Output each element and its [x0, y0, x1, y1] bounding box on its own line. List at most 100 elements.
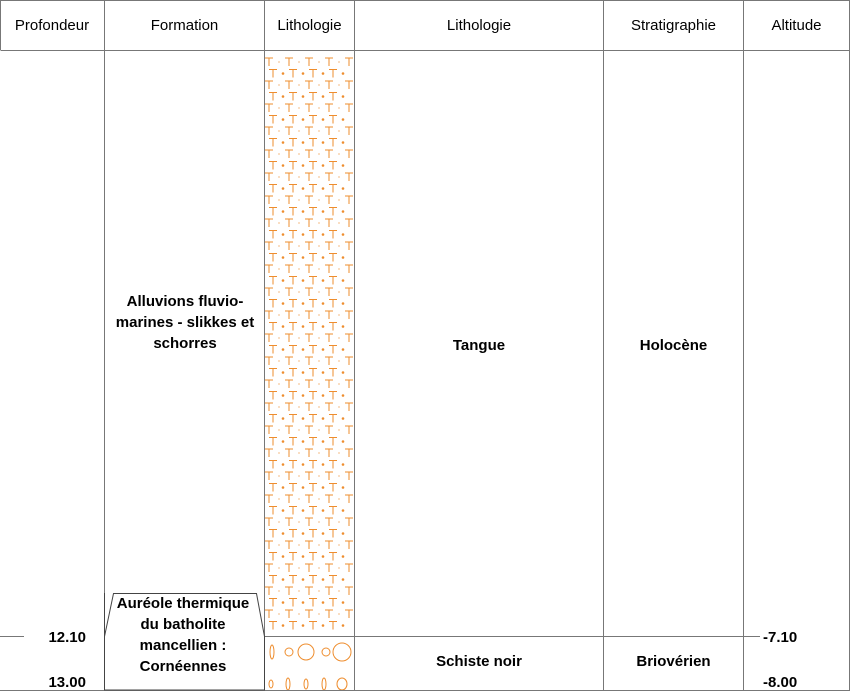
- tangue-dot: [281, 279, 285, 282]
- tangue-symbol: [309, 483, 317, 492]
- tangue-symbol: [269, 69, 277, 78]
- tangue-symbol: [289, 575, 297, 584]
- tangue-dot: [338, 360, 340, 362]
- tangue-dot: [281, 72, 285, 75]
- tangue-dot: [321, 210, 325, 213]
- tangue-symbol: [329, 69, 337, 78]
- tangue-dot: [301, 624, 305, 627]
- tangue-symbol: [325, 471, 333, 480]
- tangue-symbol: [345, 149, 353, 158]
- tangue-symbol: [325, 517, 333, 526]
- tangue-dot: [318, 498, 320, 500]
- tangue-symbol: [285, 494, 293, 503]
- tangue-dot: [281, 187, 285, 190]
- header-formation: Formation: [150, 16, 219, 34]
- tangue-dot: [318, 590, 320, 592]
- tangue-symbol: [345, 540, 353, 549]
- tangue-symbol: [309, 115, 317, 124]
- tangue-dot: [338, 544, 340, 546]
- tangue-symbol: [289, 529, 297, 538]
- tangue-dot: [298, 567, 300, 569]
- tangue-dot: [321, 164, 325, 167]
- tangue-symbol: [285, 126, 293, 135]
- tangue-dot: [338, 176, 340, 178]
- tangue-dot: [321, 72, 325, 75]
- tangue-symbol: [325, 149, 333, 158]
- tangue-dot: [318, 84, 320, 86]
- tangue-symbol: [309, 529, 317, 538]
- tangue-symbol: [289, 552, 297, 561]
- tangue-dot: [301, 417, 305, 420]
- tangue-symbol: [269, 529, 277, 538]
- tangue-symbol: [289, 460, 297, 469]
- tangue-symbol: [345, 310, 353, 319]
- tangue-dot: [301, 302, 305, 305]
- tangue-dot: [341, 440, 345, 443]
- tangue-symbol: [285, 103, 293, 112]
- tangue-symbol: [325, 356, 333, 365]
- tangue-symbol: [269, 460, 277, 469]
- tangue-symbol: [289, 115, 297, 124]
- tangue-symbol: [265, 264, 273, 273]
- tangue-dot: [298, 153, 300, 155]
- depth-label-1: 12.10: [48, 629, 86, 646]
- tangue-dot: [341, 95, 345, 98]
- tangue-dot: [341, 141, 345, 144]
- tangue-symbol: [345, 471, 353, 480]
- tangue-symbol: [329, 138, 337, 147]
- tangue-dot: [281, 95, 285, 98]
- tangue-symbol: [329, 552, 337, 561]
- tangue-symbol: [285, 563, 293, 572]
- tangue-dot: [301, 394, 305, 397]
- schiste-noir-symbol: [321, 647, 331, 657]
- tangue-symbol: [325, 172, 333, 181]
- tangue-dot: [341, 164, 345, 167]
- tangue-symbol: [329, 391, 337, 400]
- tangue-dot: [318, 222, 320, 224]
- tangue-dot: [341, 210, 345, 213]
- tangue-dot: [278, 130, 280, 132]
- tangue-symbol: [309, 207, 317, 216]
- tangue-dot: [281, 394, 285, 397]
- tangue-dot: [318, 176, 320, 178]
- tangue-dot: [341, 486, 345, 489]
- tangue-dot: [281, 371, 285, 374]
- tangue-dot: [338, 199, 340, 201]
- schiste-noir-symbol: [297, 643, 315, 661]
- tangue-dot: [281, 302, 285, 305]
- tangue-dot: [278, 291, 280, 293]
- tangue-symbol: [345, 379, 353, 388]
- tangue-symbol: [269, 437, 277, 446]
- tangue-symbol: [269, 299, 277, 308]
- tangue-dot: [321, 532, 325, 535]
- tangue-dot: [298, 268, 300, 270]
- tangue-dot: [301, 164, 305, 167]
- tangue-symbol: [269, 345, 277, 354]
- tangue-symbol: [325, 57, 333, 66]
- tangue-symbol: [289, 483, 297, 492]
- lithology-layer-2: Schiste noir: [436, 652, 522, 670]
- tangue-symbol: [325, 563, 333, 572]
- tangue-symbol: [309, 184, 317, 193]
- tangue-symbol: [309, 299, 317, 308]
- tangue-symbol: [265, 218, 273, 227]
- tangue-dot: [321, 371, 325, 374]
- tangue-symbol: [285, 195, 293, 204]
- schiste-noir-symbol: [268, 679, 274, 689]
- tangue-dot: [278, 245, 280, 247]
- tangue-symbol: [265, 379, 273, 388]
- tangue-dot: [338, 153, 340, 155]
- tangue-dot: [298, 613, 300, 615]
- tangue-dot: [301, 601, 305, 604]
- tangue-symbol: [265, 494, 273, 503]
- tangue-dot: [281, 440, 285, 443]
- tangue-dot: [278, 498, 280, 500]
- tangue-dot: [281, 578, 285, 581]
- tangue-symbol: [325, 195, 333, 204]
- tangue-dot: [321, 256, 325, 259]
- tangue-symbol: [305, 57, 313, 66]
- tangue-symbol: [289, 161, 297, 170]
- tangue-dot: [321, 624, 325, 627]
- tangue-dot: [341, 72, 345, 75]
- tangue-dot: [318, 544, 320, 546]
